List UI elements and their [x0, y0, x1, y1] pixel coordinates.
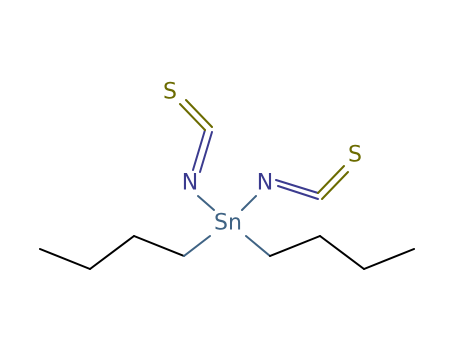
bond-butyl-left-2	[89, 235, 135, 270]
bonds	[39, 99, 415, 270]
bond-c-s-right-b	[321, 171, 349, 200]
bond-n-c-right-a	[275, 179, 319, 194]
bond-c-s-left-a	[179, 103, 206, 131]
bond-butyl-right-3	[363, 248, 415, 270]
bond-n-c-left-a	[192, 129, 206, 171]
atom-tin: Sn	[214, 211, 242, 236]
bond-butyl-right-1	[269, 235, 321, 257]
bond-butyl-left-sn	[183, 235, 211, 257]
bond-n-c-left-b	[199, 131, 213, 173]
bond-butyl-right-sn	[245, 235, 271, 257]
atom-nitrogen-left: N	[182, 171, 198, 196]
atom-sulfur-top: S	[163, 80, 177, 105]
atom-nitrogen-right: N	[257, 171, 273, 196]
atom-sulfur-right: S	[348, 143, 362, 168]
bond-sn-n-left	[197, 195, 215, 211]
bond-sn-n-right	[241, 195, 257, 211]
atom-labels: S N N S Sn	[163, 80, 362, 236]
bond-n-c-right-b	[277, 185, 319, 200]
bond-c-s-left-b	[185, 99, 213, 128]
bond-butyl-left-3	[133, 235, 185, 257]
bond-butyl-left-1	[39, 248, 91, 270]
bond-butyl-right-2	[319, 235, 365, 270]
bond-c-s-right-a	[317, 165, 345, 194]
